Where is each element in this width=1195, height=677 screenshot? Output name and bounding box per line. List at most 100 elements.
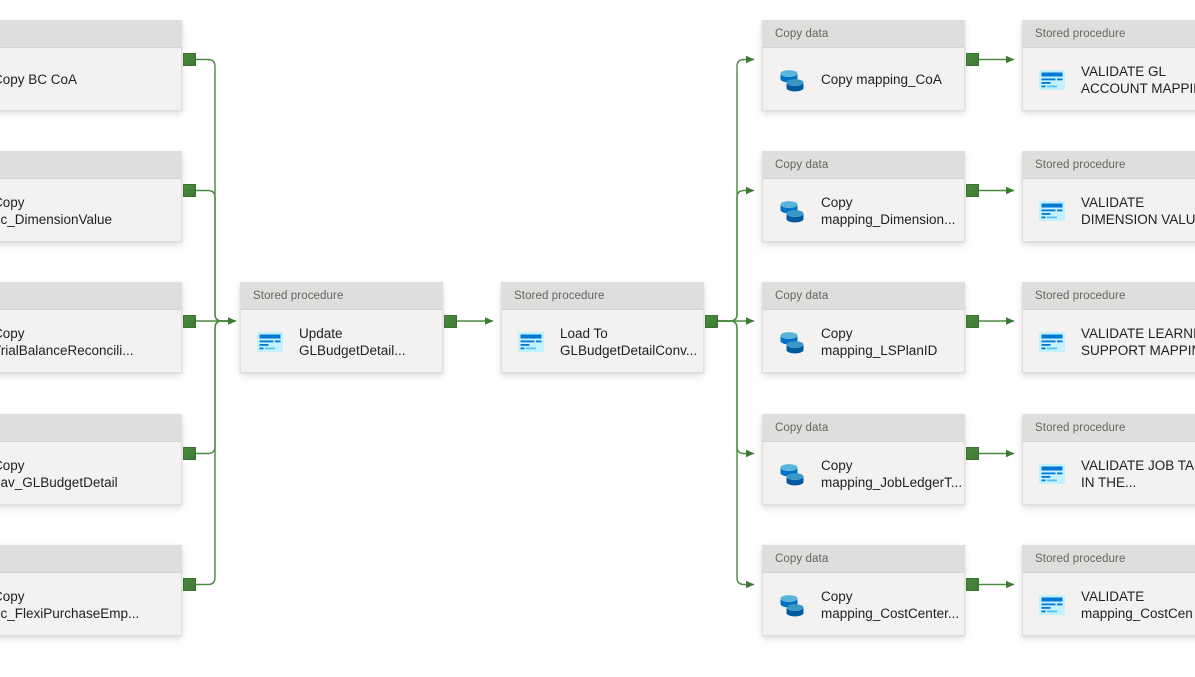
activity-node-body: VALIDATE GL ACCOUNT MAPPIN xyxy=(1023,48,1195,110)
output-port-copy-mapping-costcenter[interactable] xyxy=(966,578,979,591)
activity-node-body: Update GLBudgetDetail... xyxy=(241,310,442,372)
stored-procedure-icon xyxy=(1039,200,1065,221)
activity-node-header: Stored procedure xyxy=(1023,415,1195,442)
copy-data-icon xyxy=(780,463,804,485)
activity-node-header: Copy data xyxy=(0,152,181,179)
activity-node-validate-mapping-costcen[interactable]: Stored procedure VALIDATE mapping_CostCe… xyxy=(1022,545,1195,636)
activity-name-label: Copy bc_FlexiPurchaseEmp... xyxy=(0,588,140,621)
output-port-copy-mapping-lsplanid[interactable] xyxy=(966,315,979,328)
activity-node-copy-bc-coa[interactable]: Copy data Copy BC CoA xyxy=(0,20,182,111)
edge-flexipurchase-to-update xyxy=(196,320,232,586)
copy-data-icon xyxy=(780,200,804,222)
edge-loadto-to-mapping-jobledgert xyxy=(718,320,755,458)
activity-node-copy-mapping-coa[interactable]: Copy data Copy mapping_CoA xyxy=(762,20,965,111)
edge-coa-to-update xyxy=(196,58,232,322)
activity-node-body: Copy TrialBalanceReconcili... xyxy=(0,310,181,372)
activity-type-label: Stored procedure xyxy=(1035,422,1126,434)
activity-node-header: Copy data xyxy=(0,415,181,442)
activity-node-copy-mapping-jobledgert[interactable]: Copy data Copy mapping_JobLedgerT... xyxy=(762,414,965,505)
activity-node-update-glbudgetdetail[interactable]: Stored procedure Update GLBudgetDetail..… xyxy=(240,282,443,373)
activity-node-validate-learning-support-mapping[interactable]: Stored procedure VALIDATE LEARNIN SUPPOR… xyxy=(1022,282,1195,373)
activity-type-label: Copy data xyxy=(775,28,829,40)
edge-dimensionvalue-to-update xyxy=(196,189,232,322)
activity-name-label: VALIDATE JOB TAS IN THE... xyxy=(1081,457,1195,490)
activity-type-label: Copy data xyxy=(775,159,829,171)
activity-node-body: VALIDATE JOB TAS IN THE... xyxy=(1023,442,1195,504)
activity-node-body: VALIDATE DIMENSION VALU xyxy=(1023,179,1195,241)
activity-node-copy-bc-dimensionvalue[interactable]: Copy data Copy bc_DimensionValue xyxy=(0,151,182,242)
activity-node-copy-nav-glbudgetdetail[interactable]: Copy data Copy nav_GLBudgetDetail xyxy=(0,414,182,505)
activity-type-label: Stored procedure xyxy=(253,290,344,302)
output-port-update-glbudgetdetail[interactable] xyxy=(444,315,457,328)
activity-name-label: Copy mapping_JobLedgerT... xyxy=(821,457,963,490)
output-port-copy-mapping-dimension[interactable] xyxy=(966,184,979,197)
activity-node-header: Copy data xyxy=(0,546,181,573)
activity-name-label: Copy BC CoA xyxy=(0,72,78,87)
edge-loadto-to-mapping-dimension xyxy=(718,186,755,322)
activity-type-label: Stored procedure xyxy=(1035,28,1126,40)
activity-node-header: Stored procedure xyxy=(1023,546,1195,573)
activity-name-label: Load To GLBudgetDetailConv... xyxy=(560,325,698,358)
activity-node-body: Copy mapping_LSPlanID xyxy=(763,310,964,372)
activity-node-copy-mapping-dimension[interactable]: Copy data Copy mapping_Dimension... xyxy=(762,151,965,242)
stored-procedure-icon xyxy=(1039,69,1065,90)
output-port-copy-bc-coa[interactable] xyxy=(183,53,196,66)
activity-type-label: Stored procedure xyxy=(1035,553,1126,565)
activity-name-label: Copy mapping_CostCenter... xyxy=(821,588,960,621)
activity-node-body: Copy bc_FlexiPurchaseEmp... xyxy=(0,573,181,635)
activity-node-body: Copy nav_GLBudgetDetail xyxy=(0,442,181,504)
activity-node-copy-mapping-costcenter[interactable]: Copy data Copy mapping_CostCenter... xyxy=(762,545,965,636)
stored-procedure-icon xyxy=(518,331,544,352)
output-port-copy-mapping-jobledgert[interactable] xyxy=(966,447,979,460)
activity-node-body: Copy mapping_Dimension... xyxy=(763,179,964,241)
stored-procedure-icon xyxy=(1039,331,1065,352)
activity-node-header: Stored procedure xyxy=(502,283,703,310)
activity-node-header: Copy data xyxy=(763,152,964,179)
activity-name-label: VALIDATE DIMENSION VALU xyxy=(1081,194,1195,227)
activity-node-header: Stored procedure xyxy=(1023,152,1195,179)
activity-node-header: Copy data xyxy=(763,415,964,442)
stored-procedure-icon xyxy=(1039,463,1065,484)
edge-navglbudget-to-update xyxy=(196,320,232,455)
activity-node-copy-trialbalancereconcili[interactable]: Copy data Copy TrialBalanceReconcili... xyxy=(0,282,182,373)
activity-node-body: Copy mapping_JobLedgerT... xyxy=(763,442,964,504)
activity-node-header: Copy data xyxy=(0,283,181,310)
activity-node-body: VALIDATE LEARNIN SUPPORT MAPPIN xyxy=(1023,310,1195,372)
activity-name-label: Copy mapping_CoA xyxy=(821,72,942,87)
output-port-load-to-glbudgetdetailconv[interactable] xyxy=(705,315,718,328)
activity-name-label: Update GLBudgetDetail... xyxy=(299,325,406,358)
activity-node-header: Stored procedure xyxy=(1023,283,1195,310)
activity-node-validate-job-task[interactable]: Stored procedure VALIDATE JOB TAS IN THE… xyxy=(1022,414,1195,505)
output-port-copy-trialbalancereconcili[interactable] xyxy=(183,315,196,328)
output-port-copy-nav-glbudgetdetail[interactable] xyxy=(183,447,196,460)
activity-type-label: Copy data xyxy=(775,553,829,565)
activity-node-load-to-glbudgetdetailconv[interactable]: Stored procedure Load To GLBudgetDetailC… xyxy=(501,282,704,373)
activity-name-label: VALIDATE GL ACCOUNT MAPPIN xyxy=(1081,63,1195,96)
activity-name-label: Copy mapping_LSPlanID xyxy=(821,325,938,358)
activity-name-label: VALIDATE mapping_CostCen xyxy=(1081,588,1193,621)
activity-name-label: Copy nav_GLBudgetDetail xyxy=(0,457,118,490)
copy-data-icon xyxy=(780,331,804,353)
activity-node-header: Copy data xyxy=(0,21,181,48)
activity-node-header: Copy data xyxy=(763,283,964,310)
activity-node-copy-bc-flexipurchaseemp[interactable]: Copy data Copy bc_FlexiPurchaseEmp... xyxy=(0,545,182,636)
activity-type-label: Copy data xyxy=(775,422,829,434)
activity-node-body: Copy BC CoA xyxy=(0,48,181,110)
output-port-copy-mapping-coa[interactable] xyxy=(966,53,979,66)
activity-node-header: Copy data xyxy=(763,546,964,573)
output-port-copy-bc-dimensionvalue[interactable] xyxy=(183,184,196,197)
edge-loadto-to-mapping-coa xyxy=(718,55,755,322)
activity-node-validate-gl-account-mapping[interactable]: Stored procedure VALIDATE GL ACCOUNT MAP… xyxy=(1022,20,1195,111)
activity-name-label: Copy bc_DimensionValue xyxy=(0,194,113,227)
activity-node-header: Stored procedure xyxy=(1023,21,1195,48)
activity-node-copy-mapping-lsplanid[interactable]: Copy data Copy mapping_LSPlanID xyxy=(762,282,965,373)
activity-node-validate-dimension-value[interactable]: Stored procedure VALIDATE DIMENSION VALU xyxy=(1022,151,1195,242)
copy-data-icon xyxy=(780,69,804,91)
activity-type-label: Stored procedure xyxy=(1035,159,1126,171)
activity-type-label: Copy data xyxy=(775,290,829,302)
activity-node-header: Stored procedure xyxy=(241,283,442,310)
activity-name-label: Copy TrialBalanceReconcili... xyxy=(0,325,134,358)
activity-node-body: Copy mapping_CoA xyxy=(763,48,964,110)
output-port-copy-bc-flexipurchaseemp[interactable] xyxy=(183,578,196,591)
